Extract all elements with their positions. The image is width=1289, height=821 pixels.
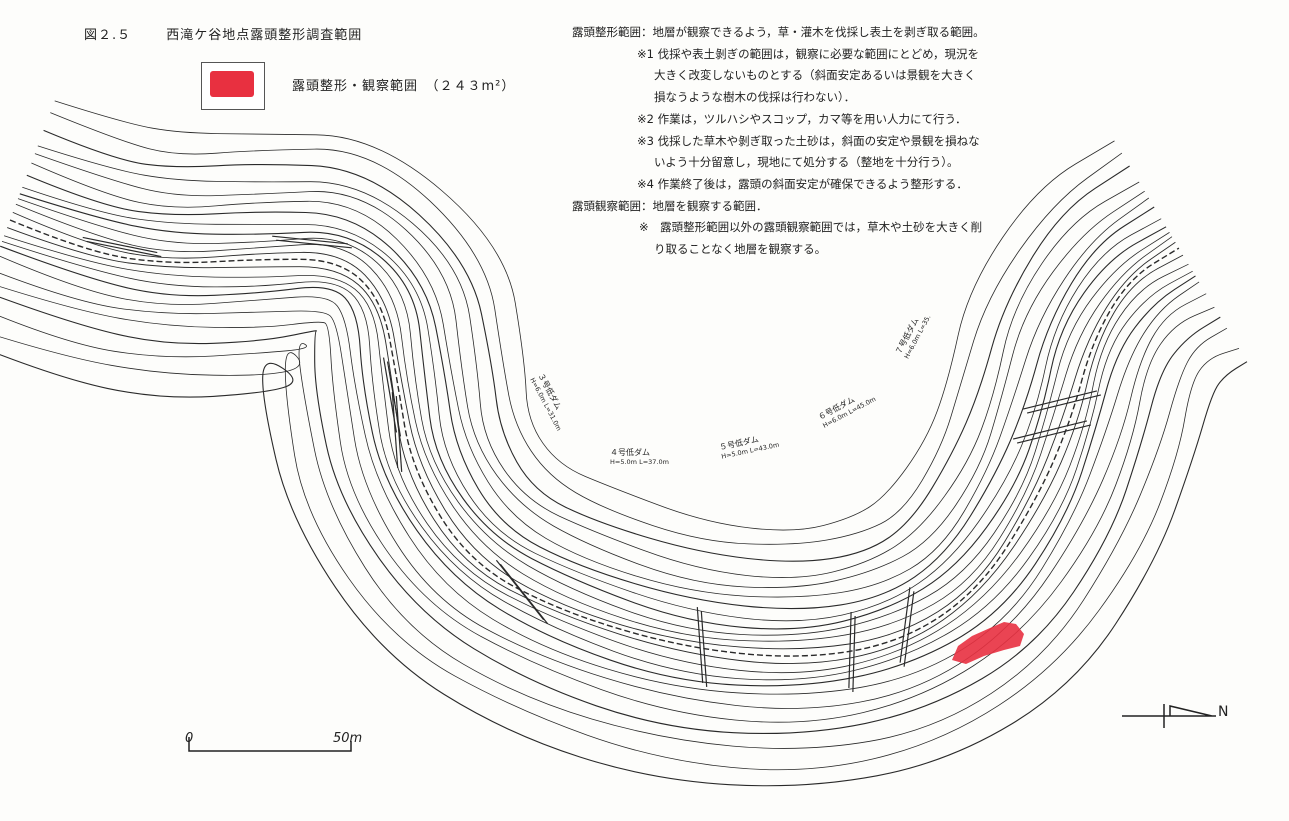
- notes-block: 露頭整形範囲：地層が観察できるよう，草・灌木を伐採し表土を剥ぎ取る範囲。 ※1 …: [572, 22, 1272, 261]
- contour-line: [1, 241, 1193, 681]
- check-dam: [1026, 394, 1102, 414]
- dam-spec: H=5.0m L=37.0m: [610, 458, 669, 466]
- check-dam: [696, 607, 704, 683]
- contour-line: [54, 100, 1115, 531]
- north-arrow: N: [1118, 702, 1228, 736]
- contour-line: [0, 354, 1248, 787]
- note-kansatsu-title: 露頭観察範囲：地層を観察する範囲．: [572, 198, 768, 213]
- note-1-line-3: 損なうような樹木の伐採は行わない）．: [654, 90, 856, 105]
- dam-name: ４号低ダム: [610, 447, 650, 457]
- north-arrow-icon: [1122, 704, 1216, 728]
- contour-line: [17, 198, 1170, 636]
- stream-centerline: [9, 219, 1180, 657]
- check-dam: [1016, 424, 1092, 444]
- contour-line: [0, 296, 1221, 735]
- note-5-line-2: り取ることなく地層を観察する。: [654, 242, 827, 257]
- check-dam: [700, 611, 708, 687]
- check-dam: [1022, 390, 1098, 410]
- check-dam: [395, 396, 403, 472]
- legend-swatch: [201, 62, 265, 110]
- contour-lines: [0, 100, 1248, 787]
- check-dam: [852, 615, 856, 693]
- scale-bar-line: [188, 737, 352, 752]
- check-dams: [82, 235, 1102, 693]
- contour-line: [0, 286, 1215, 723]
- contour-line: [34, 153, 1145, 588]
- note-2: ※2 作業は，ツルハシやスコップ，カマ等を用い人力にて行う．: [637, 111, 967, 126]
- check-dam: [495, 559, 545, 621]
- stream-bank: [12, 211, 1176, 650]
- note-3-line-2: いよう十分留意し，現地にて処分する（整地を十分行う）。: [654, 155, 959, 170]
- check-dam: [272, 235, 348, 245]
- contour-line: [31, 162, 1150, 598]
- note-3-line-1: ※3 伐採した草木や剝ぎ取った土砂は，斜面の安定や景観を損ねな: [637, 133, 980, 148]
- contour-line: [3, 235, 1189, 674]
- note-5-line-1: ※ 露頭整形範囲以外の露頭観察範囲では，草木や土砂を大きく削: [639, 220, 983, 235]
- check-dam: [82, 236, 158, 254]
- check-dam: [86, 240, 162, 258]
- check-dam: [276, 239, 352, 249]
- scale-start-label: 0: [185, 731, 194, 746]
- legend-label: 露頭整形・観察範囲 （２４３m²）: [292, 79, 516, 94]
- north-label: N: [1218, 704, 1229, 720]
- stream-bank: [7, 227, 1184, 664]
- contour-line: [0, 336, 1240, 771]
- check-dam: [848, 611, 852, 689]
- legend-swatch-fill: [210, 71, 254, 97]
- contour-line: [0, 255, 1200, 695]
- figure-title-text: 西滝ケ谷地点露頭整形調査範囲: [166, 28, 363, 43]
- contour-line: [19, 193, 1167, 630]
- contour-line: [43, 129, 1130, 562]
- check-dam: [899, 587, 911, 663]
- figure-number: 図２.５: [84, 28, 132, 43]
- contour-line: [15, 203, 1173, 642]
- note-1-line-1: ※1 伐採や表土剝ぎの範囲は，観察に必要な範囲にとどめ，現況を: [637, 46, 980, 61]
- contour-line: [37, 145, 1140, 578]
- stream-channel: [7, 211, 1184, 664]
- contour-line: [50, 112, 1123, 545]
- check-dam: [499, 563, 549, 625]
- contour-line: [0, 315, 1228, 749]
- scale-end-label: 50m: [333, 731, 363, 746]
- check-dam: [903, 591, 915, 667]
- contour-line: [0, 245, 1196, 687]
- scale-bar: 0 50m: [183, 731, 383, 765]
- outcrop-highlight: [952, 622, 1024, 664]
- contour-line: [0, 272, 1207, 709]
- note-1-line-2: 大きく改変しないものとする（斜面安定あるいは景観を大きく: [654, 68, 976, 83]
- figure-title: 図２.５ 西滝ケ谷地点露頭整形調査範囲: [84, 24, 362, 43]
- note-4: ※4 作業終了後は，露頭の斜面安定が確保できるよう整形する．: [637, 176, 968, 191]
- contour-line: [26, 174, 1155, 610]
- check-dam: [391, 392, 399, 468]
- check-dam: [1012, 420, 1088, 440]
- note-seikei-title: 露頭整形範囲：地層が観察できるよう，草・灌木を伐採し表土を剥ぎ取る範囲。: [572, 25, 985, 39]
